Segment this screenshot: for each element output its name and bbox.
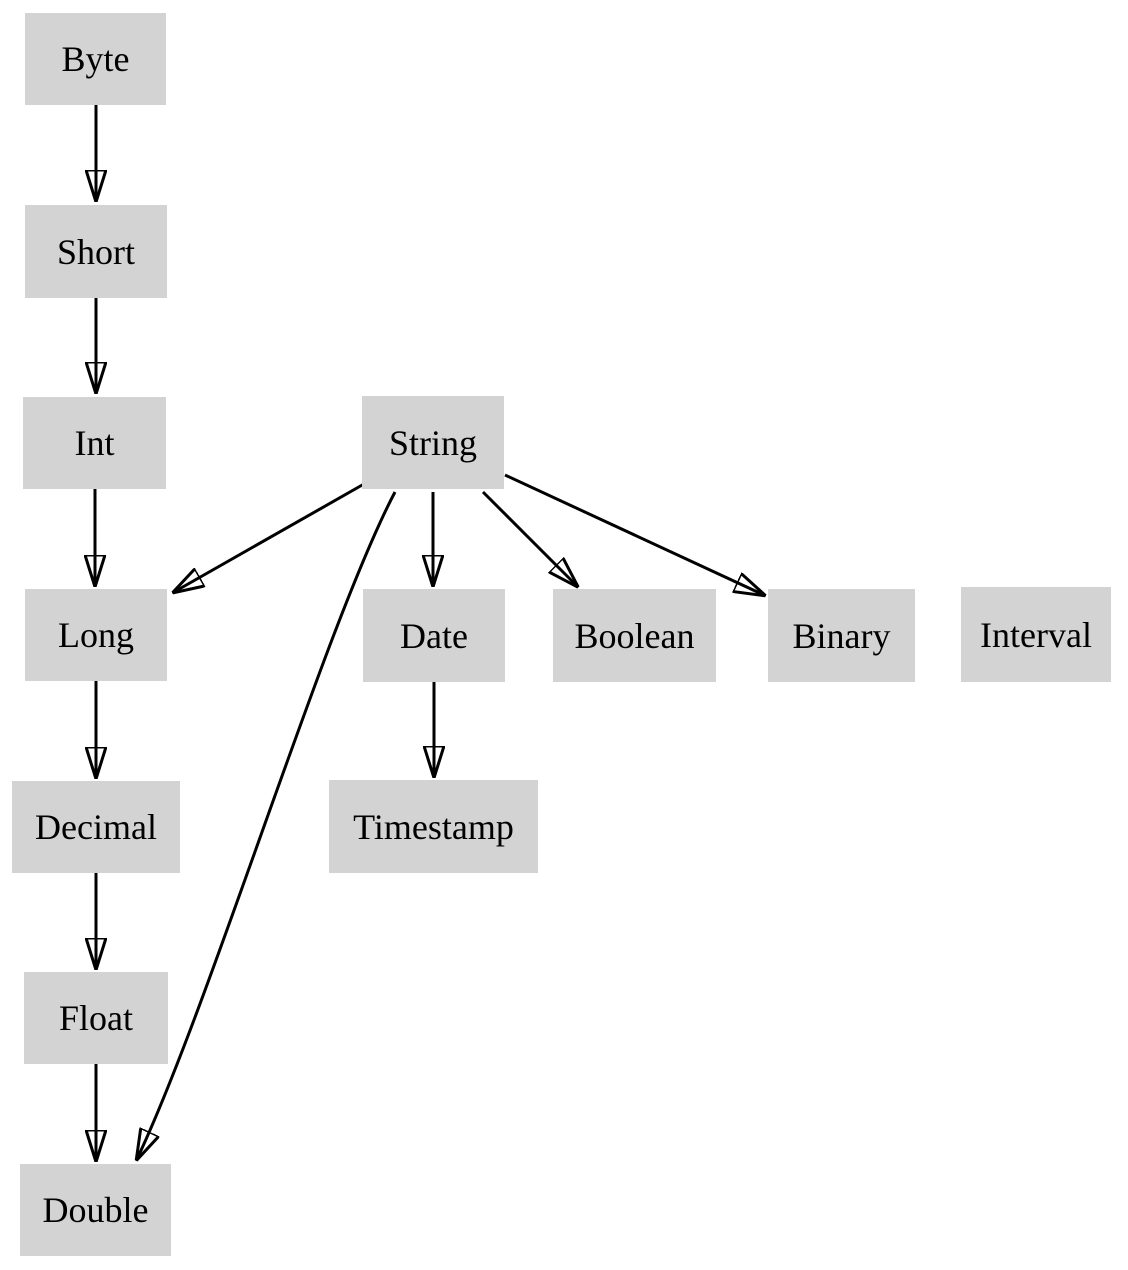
- node-decimal: Decimal: [12, 781, 180, 873]
- node-float: Float: [24, 972, 168, 1064]
- edge-string-boolean: [481, 490, 577, 586]
- node-string-label: String: [388, 422, 477, 463]
- node-date: Date: [363, 589, 505, 682]
- node-interval-label: Interval: [980, 614, 1092, 655]
- node-byte-label: Byte: [61, 39, 130, 79]
- node-binary: Binary: [768, 589, 915, 682]
- node-byte: Byte: [25, 13, 166, 105]
- node-decimal-label: Decimal: [35, 807, 157, 847]
- node-interval: Interval: [961, 587, 1111, 682]
- node-float-label: Float: [58, 998, 133, 1038]
- node-short: Short: [25, 205, 167, 298]
- node-boolean: Boolean: [553, 589, 716, 682]
- node-boolean-label: Boolean: [574, 615, 695, 656]
- edge-string-long: [174, 482, 365, 592]
- node-binary-label: Binary: [792, 615, 891, 656]
- node-string: String: [362, 396, 504, 489]
- node-double: Double: [20, 1164, 171, 1256]
- node-int: Int: [23, 397, 166, 489]
- node-long: Long: [25, 589, 167, 681]
- node-short-label: Short: [56, 231, 135, 272]
- node-timestamp-label: Timestamp: [353, 806, 514, 847]
- node-date-label: Date: [400, 615, 468, 656]
- node-double-label: Double: [42, 1190, 149, 1230]
- edge-string-binary: [504, 473, 764, 595]
- node-int-label: Int: [74, 423, 115, 463]
- edge-string-double: [137, 491, 397, 1159]
- node-timestamp: Timestamp: [329, 780, 538, 873]
- node-long-label: Long: [58, 615, 134, 655]
